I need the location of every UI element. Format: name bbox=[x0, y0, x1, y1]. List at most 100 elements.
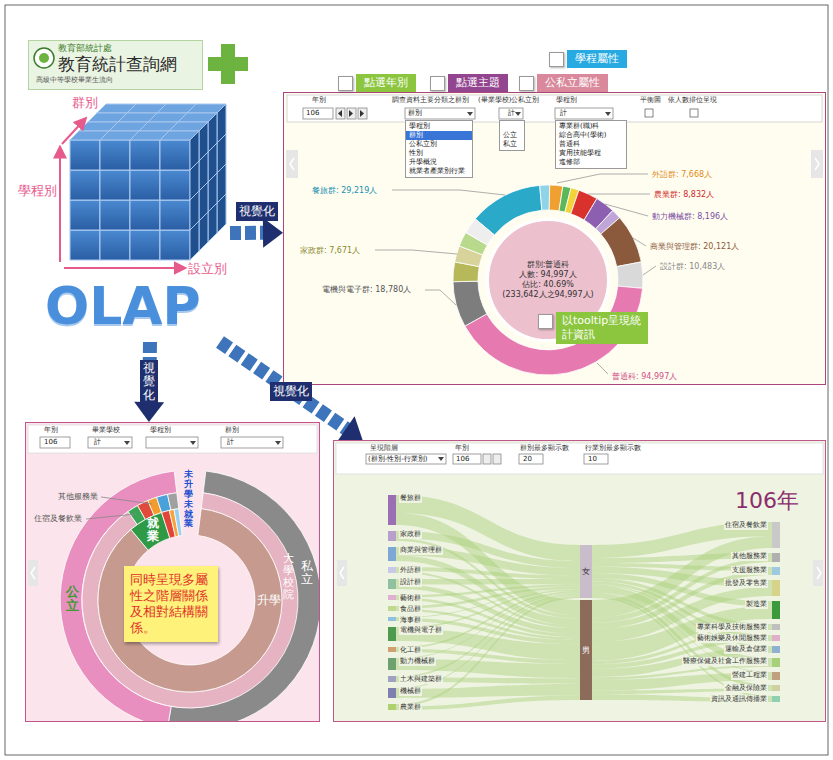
cube-face bbox=[160, 200, 190, 230]
node-text: 計 bbox=[227, 437, 234, 448]
node-text: 學程別 bbox=[406, 122, 472, 131]
axis-arrow bbox=[64, 267, 184, 269]
node-text: 群別 bbox=[406, 131, 472, 140]
cube-face bbox=[160, 140, 190, 170]
label: 升學 bbox=[257, 593, 281, 607]
arrow-head bbox=[263, 218, 283, 248]
arrow-label: 視覺化 bbox=[140, 360, 158, 404]
sankey-bar bbox=[388, 495, 396, 525]
label: 公立 bbox=[66, 585, 79, 614]
callout-label: 點選年別 bbox=[356, 74, 416, 92]
label: 電機與電子群 bbox=[399, 626, 443, 635]
node-text: 依人數排位呈現 bbox=[668, 96, 717, 105]
checkbox bbox=[690, 109, 698, 117]
label: 其他服務業 bbox=[58, 492, 98, 502]
sankey-bar bbox=[772, 635, 780, 641]
node-text: 群別最多顯示數 bbox=[520, 444, 569, 453]
leader-line bbox=[605, 204, 648, 216]
callout-marker bbox=[338, 76, 353, 91]
leader-line bbox=[588, 194, 650, 195]
outer-frame bbox=[5, 5, 828, 755]
label: 機械群 bbox=[399, 687, 422, 696]
leader-line bbox=[392, 190, 505, 195]
nav-button bbox=[337, 560, 347, 586]
label: 餐旅群 bbox=[399, 494, 422, 503]
sankey-flow bbox=[396, 593, 580, 659]
callout-marker bbox=[430, 76, 445, 91]
node-text: 調查資料主要分類之群別 bbox=[392, 96, 469, 105]
cube-face bbox=[217, 104, 226, 143]
node-text: 同時呈現多屬性之階層關係及相對結構關係。 bbox=[130, 572, 212, 636]
control-box bbox=[88, 437, 132, 448]
callout-marker bbox=[519, 76, 534, 91]
node-text: 教育統計查詢網 bbox=[58, 54, 177, 74]
cube-face bbox=[70, 230, 100, 260]
dropdown-caret bbox=[190, 441, 196, 445]
node-text: 升學概況 bbox=[406, 158, 472, 167]
nav-button bbox=[286, 150, 298, 178]
control-box bbox=[366, 454, 446, 464]
sankey-bar bbox=[388, 704, 396, 710]
cube-face bbox=[160, 230, 190, 260]
arrow-label: 視覺化 bbox=[270, 382, 312, 401]
node-text: 綜合高中(學術) bbox=[556, 131, 626, 140]
label: 化工群 bbox=[399, 646, 422, 655]
axis-arrow bbox=[62, 119, 85, 144]
sunburst-segment bbox=[98, 509, 282, 692]
callout-marker bbox=[538, 314, 553, 329]
sunburst-segment bbox=[168, 493, 179, 510]
control-box bbox=[358, 108, 367, 119]
node-text: 年別 bbox=[44, 426, 58, 435]
leader-line bbox=[643, 266, 656, 275]
node-text: 私立 bbox=[500, 140, 524, 149]
button-icon bbox=[360, 110, 364, 117]
donut-chart-panel: 年別106調查資料主要分類之群別群別(畢業學校)公私立別計學程別計平衡圖依人數排… bbox=[283, 92, 826, 385]
sankey-bar bbox=[388, 579, 396, 589]
control-box bbox=[405, 108, 475, 119]
label: 運輸及倉儲業 bbox=[724, 645, 768, 654]
node-text: 專業群(職)科 bbox=[556, 122, 626, 131]
sankey-bar bbox=[388, 647, 396, 652]
control-box bbox=[499, 108, 523, 119]
node-text: 計 bbox=[508, 108, 515, 119]
leader-line bbox=[425, 290, 456, 305]
label: 營建工程業 bbox=[731, 671, 768, 680]
checkbox bbox=[645, 109, 653, 117]
plus-sign bbox=[208, 57, 248, 71]
node-text: 學程別 bbox=[150, 426, 171, 435]
cube-face bbox=[70, 140, 100, 170]
node-text: 學程屬性 bbox=[575, 52, 619, 66]
node-text: 普通科 bbox=[556, 140, 626, 149]
sankey-bar bbox=[772, 522, 780, 548]
dropdown-caret bbox=[275, 441, 281, 445]
leader-line bbox=[375, 250, 457, 254]
label: 動力機械群: 8,196人 bbox=[652, 212, 728, 222]
label: 動力機械群 bbox=[399, 657, 436, 666]
node-text: 人數: 94,997人 bbox=[519, 270, 576, 280]
arrow-head bbox=[134, 402, 164, 422]
control-box bbox=[555, 108, 613, 119]
label: 設立別 bbox=[188, 261, 227, 276]
sankey-flow bbox=[396, 585, 580, 635]
control-box bbox=[221, 437, 283, 448]
node-text: 公立 bbox=[500, 131, 524, 140]
node-text: 群別 bbox=[225, 426, 239, 435]
control-box bbox=[146, 437, 198, 448]
label: 專業科學及技術服務業 bbox=[696, 623, 768, 632]
node-text: 點選年別 bbox=[364, 76, 408, 90]
sankey-bar bbox=[772, 580, 780, 596]
sankey-bar bbox=[388, 595, 396, 600]
label: 私立 bbox=[301, 560, 313, 586]
node-text: 就業者產業別行業 bbox=[406, 167, 472, 176]
node-text: 群別 bbox=[408, 108, 422, 119]
label: 商業與管理群 bbox=[399, 546, 443, 555]
sankey-panel: 呈現階層(群別-性別-行業別)年別106群別最多顯示數20行業別最多顯示數101… bbox=[333, 440, 826, 722]
node-text: 群別:普通科 bbox=[527, 260, 570, 270]
olap-cube bbox=[70, 104, 226, 260]
sankey-bar bbox=[772, 624, 780, 630]
sankey-bar bbox=[388, 531, 396, 541]
donut-segment bbox=[466, 219, 495, 245]
callout-label: 以tooltip呈現統計資訊 bbox=[556, 312, 648, 344]
label: 食品群 bbox=[399, 605, 422, 614]
sankey-flow bbox=[396, 595, 580, 689]
